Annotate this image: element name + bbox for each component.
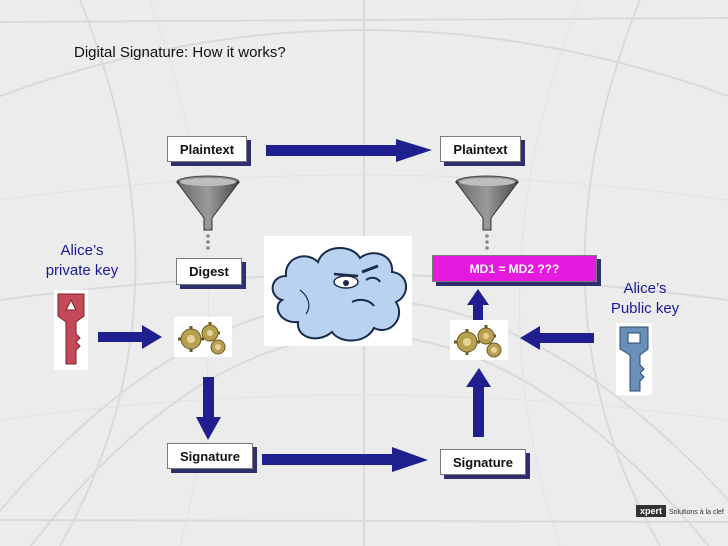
gears-icon — [450, 320, 508, 360]
arrow-plaintext-to-plaintext — [266, 139, 432, 162]
digest-box: Digest — [176, 258, 242, 285]
funnel-icon — [176, 175, 240, 250]
private-key-icon — [54, 290, 88, 370]
brand-tagline: Solutions à la clef — [669, 509, 724, 516]
signature-right-box: Signature — [440, 449, 526, 475]
private-key-label: Alice’s private key — [24, 241, 140, 281]
arrow-gears-to-compare — [467, 289, 489, 323]
private-key-label-line2: private key — [45, 262, 119, 279]
gears-icon — [174, 317, 232, 357]
arrow-public-key-to-gears — [520, 326, 594, 350]
arrow-private-key-to-gears — [98, 325, 162, 349]
plaintext-left-box: Plaintext — [167, 136, 247, 162]
private-key-label-line1: Alice’s — [60, 242, 104, 259]
public-key-icon — [616, 323, 652, 395]
arrow-signature-to-signature — [262, 447, 428, 472]
public-key-label-line1: Alice’s — [623, 280, 667, 297]
page-title: Digital Signature: How it works? — [74, 44, 286, 61]
arrow-signature-to-gears — [466, 368, 491, 437]
arrow-gears-to-signature — [196, 377, 221, 440]
cloud-face-icon — [264, 236, 412, 346]
funnel-icon — [455, 175, 519, 250]
brand-logo: xpert — [636, 505, 667, 517]
public-key-label-line2: Public key — [610, 300, 680, 317]
compare-box: MD1 = MD2 ??? — [432, 255, 597, 282]
public-key-label: Alice’s Public key — [590, 279, 700, 319]
signature-left-box: Signature — [167, 443, 253, 469]
plaintext-right-box: Plaintext — [440, 136, 521, 162]
